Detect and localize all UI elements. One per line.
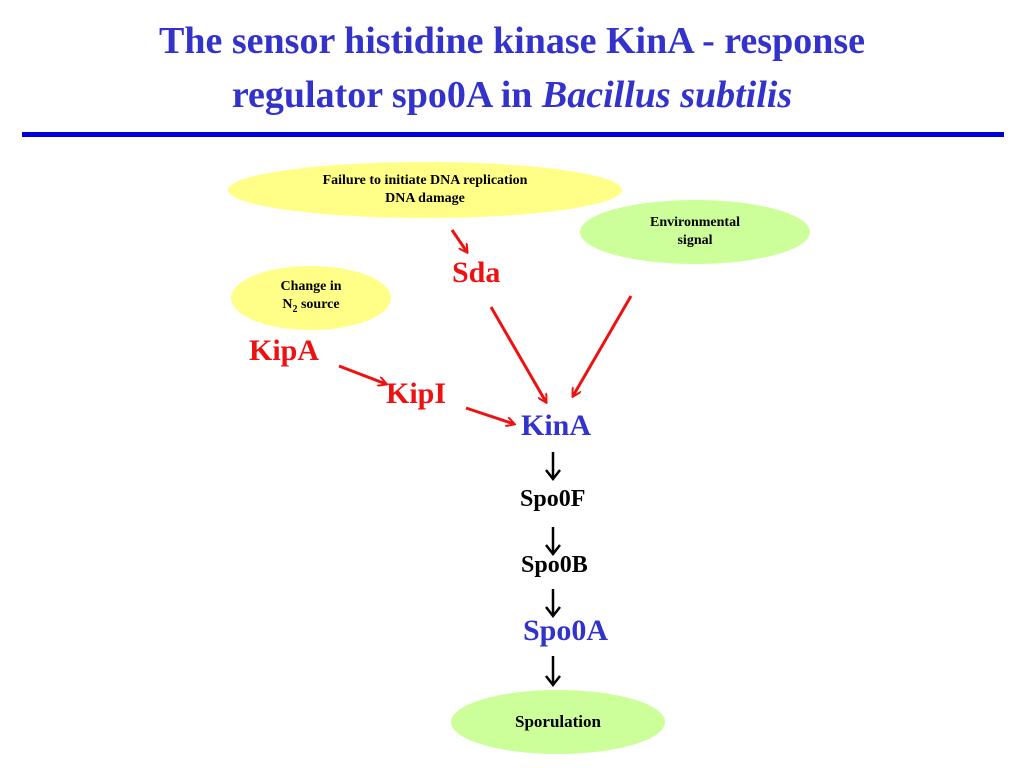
kipi-label: KipI <box>386 377 447 410</box>
nitrogen-signal-line-2: N2 source <box>282 296 340 315</box>
spo0b-to-spo0a-arrow <box>545 589 561 619</box>
environmental-signal-line-1: Environmental <box>650 215 740 230</box>
nitrogen-signal-line-1: Change in <box>280 278 342 294</box>
environment-to-kina-arrow <box>573 295 633 396</box>
title-divider <box>22 132 1004 137</box>
spo0f-to-spo0b-arrow <box>545 527 561 557</box>
dna-to-sda-arrow <box>450 229 467 252</box>
title-line-1: The sensor histidine kinase KinA - respo… <box>159 20 865 62</box>
nitrogen-signal-ellipse: Change in N2 source <box>231 266 391 330</box>
dna-signal-ellipse: Failure to initiate DNA replication DNA … <box>228 162 622 218</box>
environmental-signal-ellipse: Environmental signal <box>580 200 810 264</box>
kina-to-spo0f-arrow <box>545 452 561 482</box>
sporulation-label: Sporulation <box>515 712 601 731</box>
title-line-2-prefix: regulator spo0A in <box>231 74 542 116</box>
sda-label: Sda <box>452 256 501 289</box>
sda-to-kina-arrow <box>489 306 546 402</box>
title-organism: Bacillus subtilis <box>541 74 793 116</box>
page-title: The sensor histidine kinase KinA - respo… <box>0 14 1024 122</box>
spo0a-to-sporulation-arrow <box>545 656 561 688</box>
dna-signal-line-1: Failure to initiate DNA replication <box>322 173 528 188</box>
title-line-2: regulator spo0A in Bacillus subtilis <box>0 68 1024 122</box>
dna-signal-line-2: DNA damage <box>385 191 465 206</box>
spo0b-label: Spo0B <box>521 552 588 578</box>
kipi-to-kina-arrow <box>465 406 514 424</box>
sporulation-ellipse: Sporulation <box>451 690 665 754</box>
kipa-label: KipA <box>249 334 320 367</box>
spo0f-label: Spo0F <box>520 486 586 512</box>
environmental-signal-line-2: signal <box>677 233 713 248</box>
kina-label: KinA <box>521 409 592 442</box>
kipa-to-kipi-arrow <box>338 364 386 384</box>
spo0a-label: Spo0A <box>523 614 609 647</box>
